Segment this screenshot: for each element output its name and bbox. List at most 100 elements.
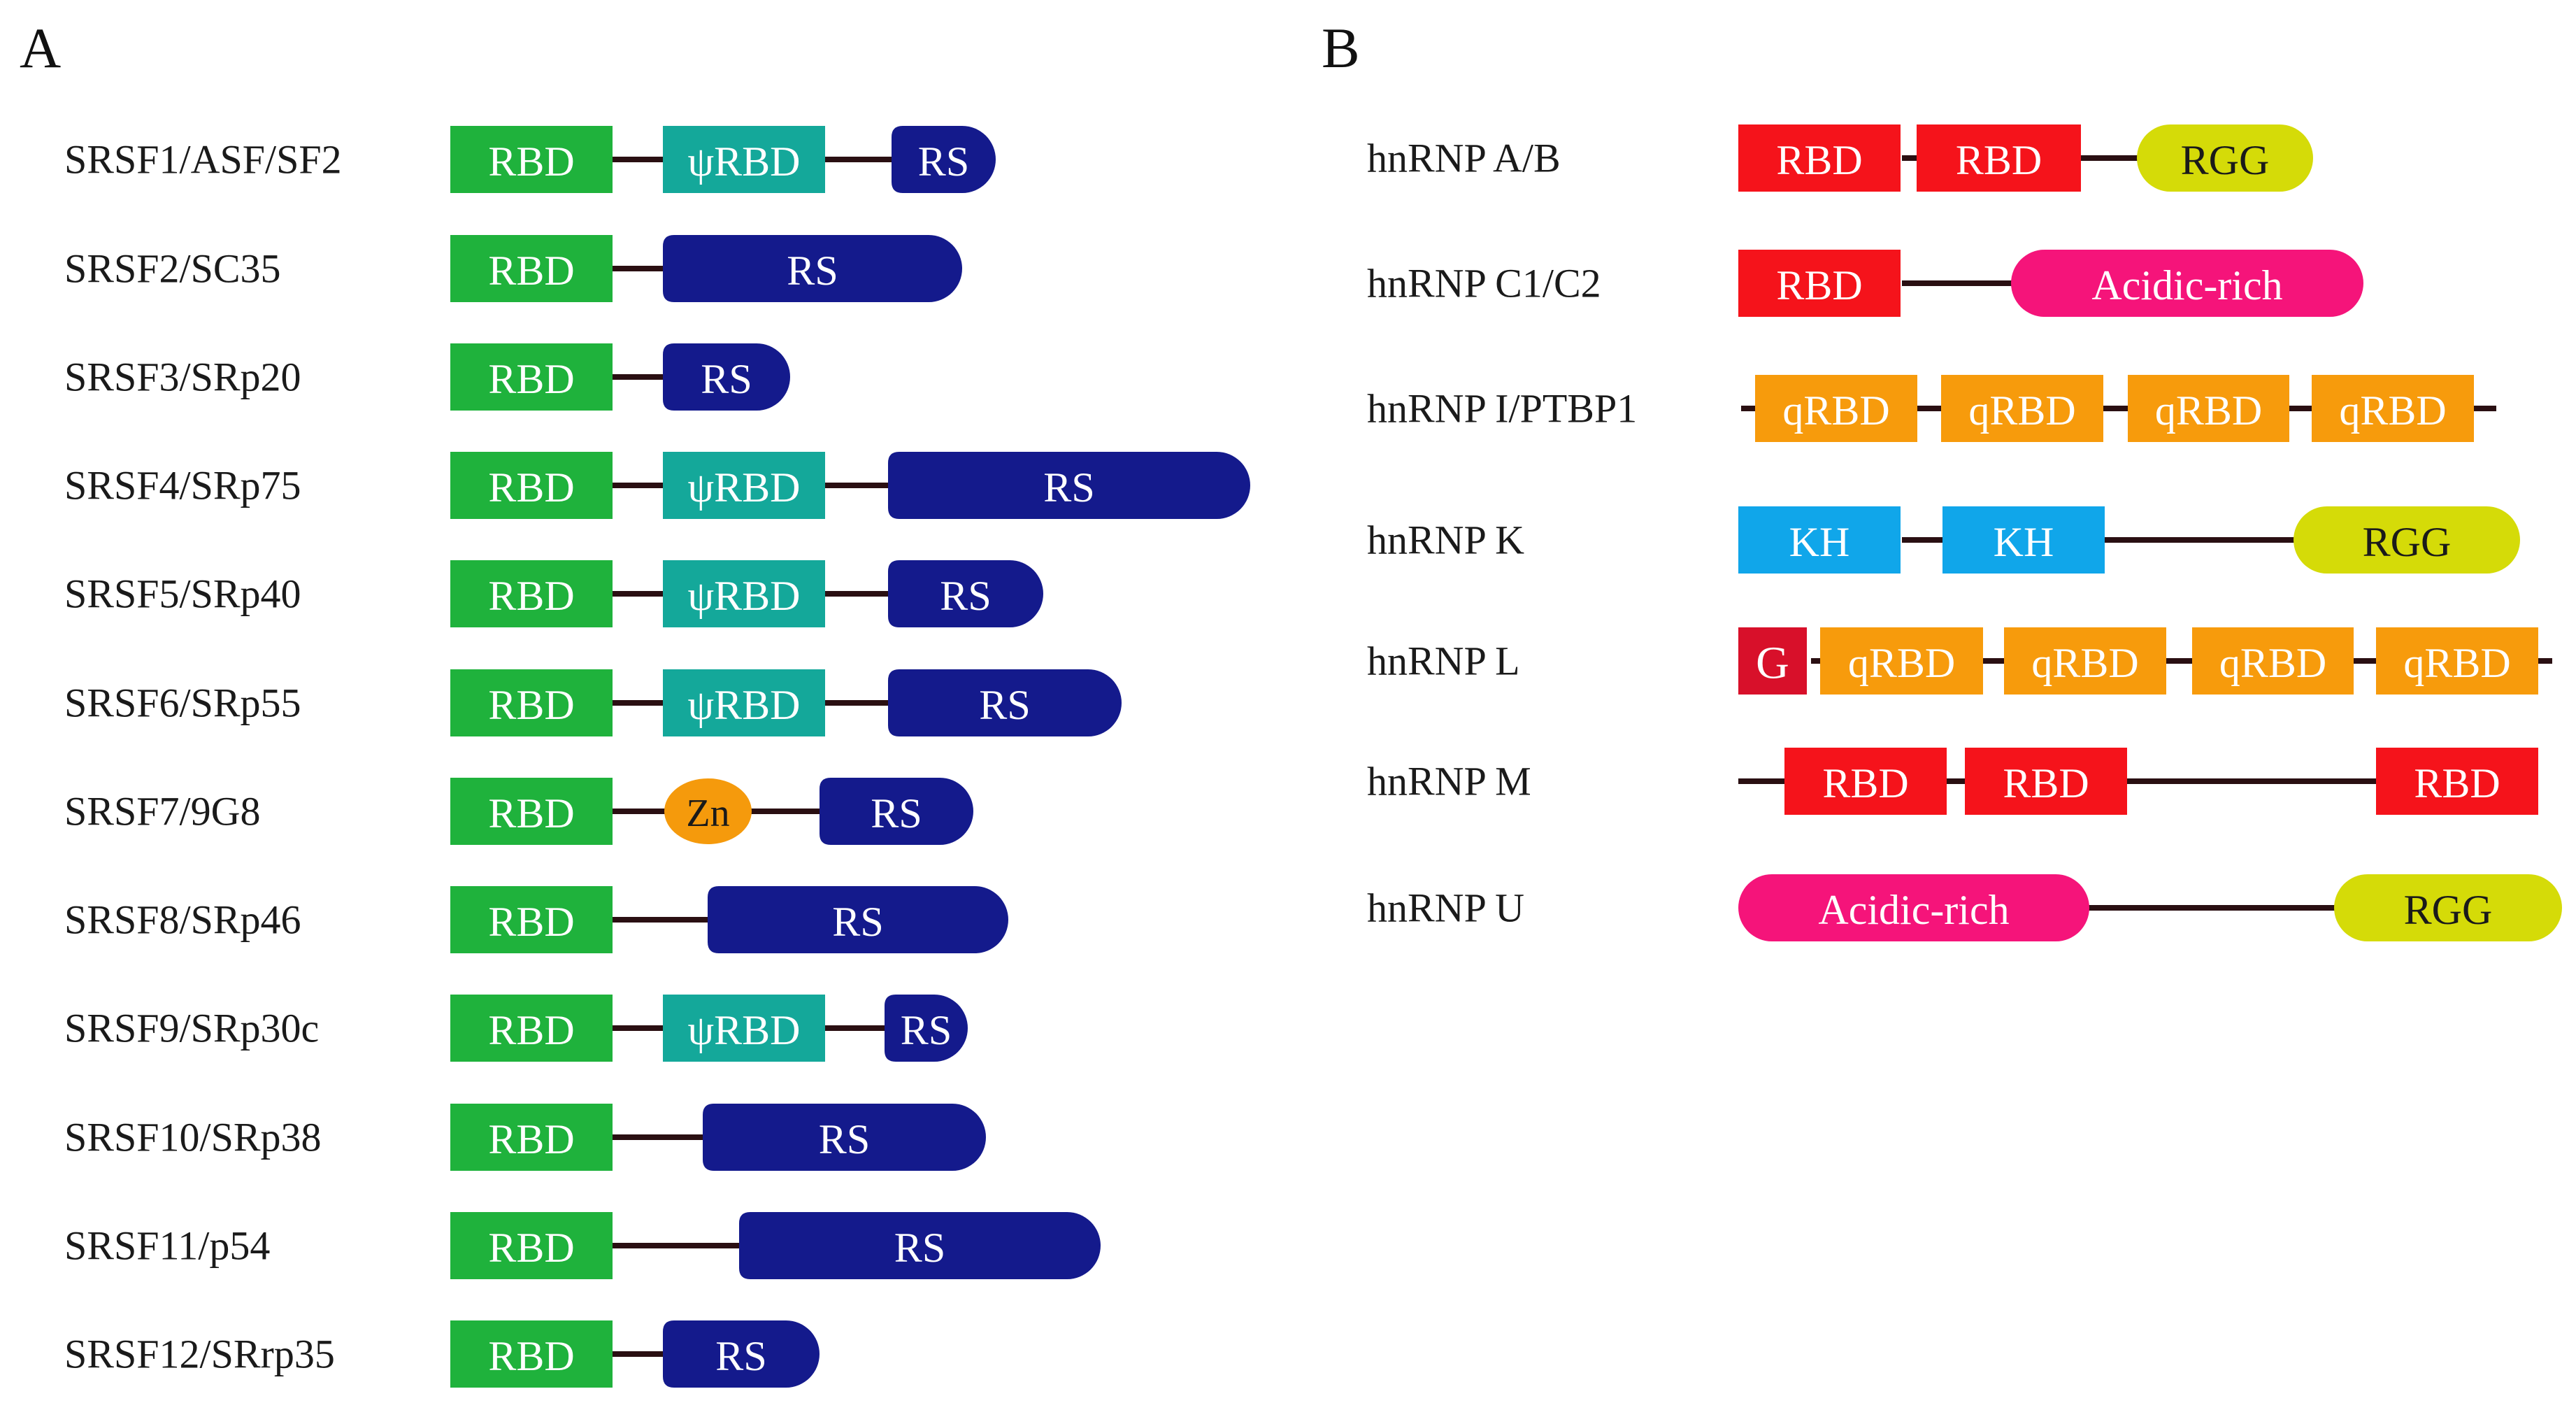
qrbd-domain-shape (1755, 375, 1917, 442)
rs-domain-label: RS (715, 1333, 766, 1379)
rs-domain-shape (703, 1104, 986, 1171)
psirbd-domain-label: ψRBD (688, 682, 801, 728)
rbd-domain-label: RBD (488, 682, 574, 728)
qrbd-domain-shape (2192, 627, 2354, 695)
protein-row-hnrnp-c1-c2: hnRNP C1/C2 RBD Acidic-rich (1367, 250, 2363, 317)
rbd-domain-label: RBD (1776, 137, 1862, 183)
protein-label: SRSF7/9G8 (64, 789, 260, 834)
kh-domain-label: KH (1994, 519, 2054, 565)
qrbd-domain-label: qRBD (2219, 640, 2326, 686)
g-domain-label: G (1756, 638, 1789, 689)
rbd-domain-label: RBD (488, 248, 574, 294)
psirbd-domain-shape (663, 452, 825, 519)
protein-row-srsf7-9g8: SRSF7/9G8 RBD Zn RS (64, 778, 973, 845)
psirbd-domain-shape (663, 560, 825, 627)
rs-domain-label: RS (1043, 464, 1094, 511)
rs-domain-shape (663, 343, 790, 411)
rgg-domain-label: RGG (2404, 887, 2493, 933)
protein-label: hnRNP C1/C2 (1367, 261, 1601, 306)
rbd-domain-shape (1965, 748, 2127, 815)
rbd-domain-label: RBD (488, 1007, 574, 1053)
qrbd-domain-label: qRBD (2403, 640, 2510, 686)
protein-row-hnrnp-a-b: hnRNP A/B RBD RBD RGG (1367, 124, 2313, 192)
rbd-domain-shape (450, 1212, 613, 1279)
rbd-domain-label: RBD (1776, 262, 1862, 308)
qrbd-domain-shape (1941, 375, 2103, 442)
rbd-domain-shape (1738, 250, 1901, 317)
protein-label: SRSF9/SRp30c (64, 1006, 319, 1051)
rbd-domain-shape (450, 778, 613, 845)
rs-domain-shape (892, 126, 996, 193)
rs-domain-label: RS (787, 248, 838, 294)
rbd-domain-label: RBD (488, 1333, 574, 1379)
rs-domain-shape (820, 778, 973, 845)
rs-domain-shape (888, 452, 1250, 519)
rbd-domain-shape (2376, 748, 2538, 815)
qrbd-domain-shape (2312, 375, 2474, 442)
rs-domain-label: RS (832, 899, 883, 945)
rs-domain-label: RS (819, 1116, 870, 1162)
rbd-domain-label: RBD (488, 356, 574, 402)
zn-domain-shape (664, 778, 752, 845)
zn-domain-label: Zn (686, 792, 729, 835)
protein-label: hnRNP U (1367, 885, 1524, 931)
rs-domain-shape (739, 1212, 1101, 1279)
rgg-domain-label: RGG (2181, 137, 2270, 183)
psirbd-domain-label: ψRBD (688, 138, 801, 185)
rgg-domain-shape (2294, 506, 2520, 574)
protein-label: hnRNP K (1367, 518, 1524, 563)
rs-domain-label: RS (918, 138, 969, 185)
rs-domain-shape (888, 560, 1043, 627)
rbd-domain-shape (450, 235, 613, 302)
rs-domain-label: RS (894, 1225, 945, 1271)
psirbd-domain-shape (663, 126, 825, 193)
protein-label: SRSF6/SRp55 (64, 681, 301, 726)
rbd-domain-shape (1917, 124, 2081, 192)
qrbd-domain-label: qRBD (2339, 387, 2446, 434)
protein-label: SRSF3/SRp20 (64, 355, 301, 400)
rbd-domain-label: RBD (1822, 760, 1908, 806)
protein-row-hnrnp-m: hnRNP M RBD RBD RBD (1367, 748, 2538, 815)
protein-label: SRSF1/ASF/SF2 (64, 137, 342, 183)
qrbd-domain-label: qRBD (2031, 640, 2138, 686)
rbd-domain-label: RBD (1956, 137, 2042, 183)
protein-label: SRSF4/SRp75 (64, 463, 301, 508)
rbd-domain-label: RBD (488, 1116, 574, 1162)
rs-domain-label: RS (979, 682, 1030, 728)
rbd-domain-label: RBD (2414, 760, 2500, 806)
rs-domain-shape (708, 886, 1008, 953)
rbd-domain-shape (1738, 124, 1901, 192)
protein-label: hnRNP I/PTBP1 (1367, 386, 1637, 432)
rbd-domain-label: RBD (488, 790, 574, 836)
rgg-domain-shape (2137, 124, 2313, 192)
qrbd-domain-shape (2376, 627, 2538, 695)
psirbd-domain-shape (663, 669, 825, 736)
rs-domain-label: RS (871, 790, 922, 836)
rbd-domain-label: RBD (488, 899, 574, 945)
protein-label: hnRNP A/B (1367, 136, 1561, 181)
protein-label: SRSF2/SC35 (64, 246, 281, 292)
acidic-rich-domain-label: Acidic-rich (2091, 262, 2282, 308)
protein-label: hnRNP M (1367, 759, 1531, 804)
acidic-rich-domain-shape (1738, 874, 2089, 941)
kh-domain-label: KH (1789, 519, 1850, 565)
rs-domain-shape (885, 995, 968, 1062)
rs-domain-shape (663, 235, 962, 302)
rbd-domain-shape (450, 1104, 613, 1171)
rbd-domain-shape (450, 343, 613, 411)
kh-domain-shape (1942, 506, 2105, 574)
rbd-domain-label: RBD (488, 138, 574, 185)
protein-label: SRSF8/SRp46 (64, 897, 301, 943)
rbd-domain-label: RBD (2003, 760, 2089, 806)
g-domain-shape (1738, 627, 1807, 695)
qrbd-domain-label: qRBD (1848, 640, 1955, 686)
rs-domain-shape (888, 669, 1122, 736)
acidic-rich-domain-shape (2011, 250, 2363, 317)
